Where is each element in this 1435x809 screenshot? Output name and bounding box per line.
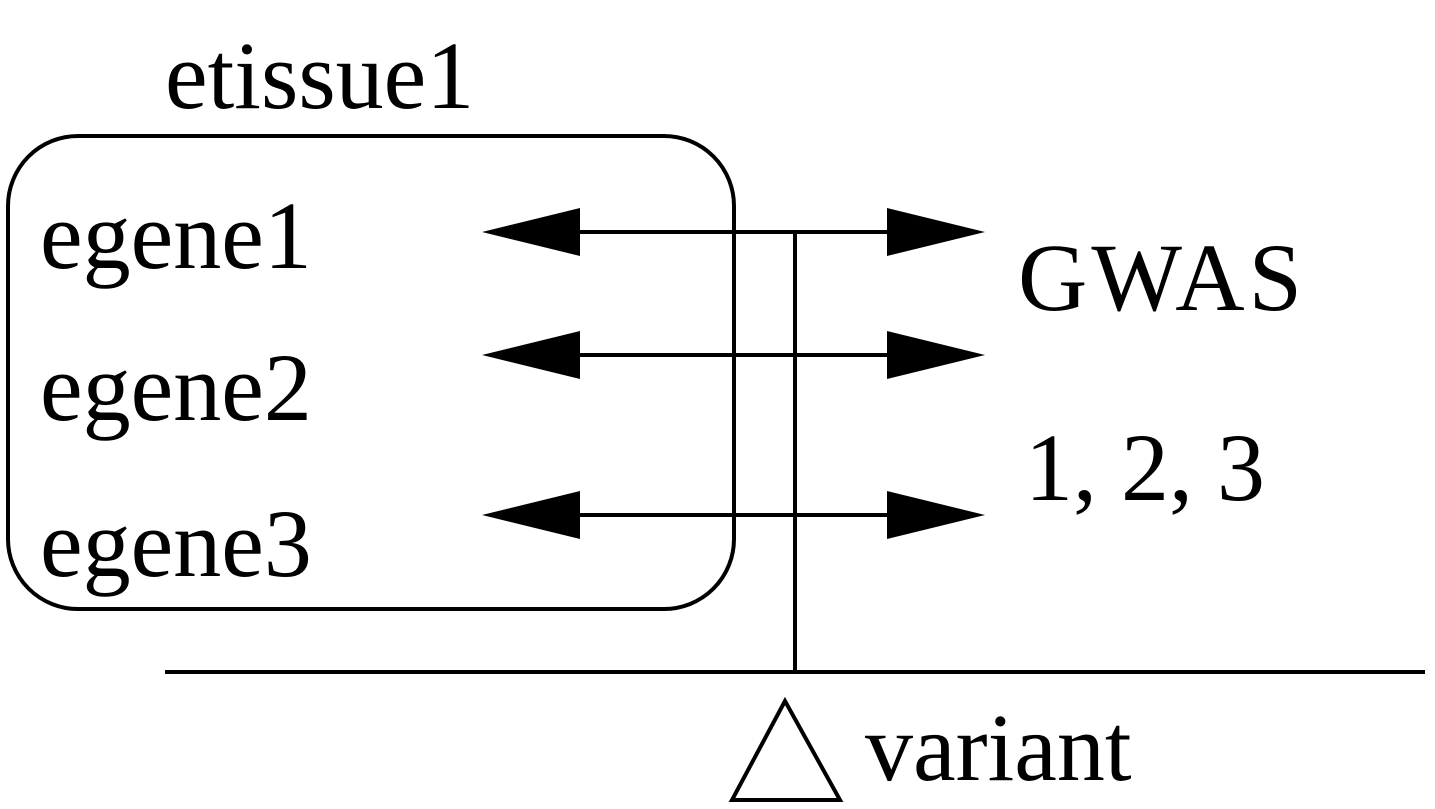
arrowhead-right-icon <box>887 491 985 539</box>
tissue-box <box>6 134 736 611</box>
arrowhead-left-icon <box>482 331 580 379</box>
arrowhead-left-icon <box>482 491 580 539</box>
gwas-label: GWAS <box>1018 224 1307 331</box>
triangle-icon <box>728 696 844 802</box>
tissue-label: etissue1 <box>165 22 475 129</box>
arrowhead-right-icon <box>887 331 985 379</box>
gene-label-3: egene3 <box>40 490 312 597</box>
association-arrow-1 <box>482 208 985 256</box>
gwas-ids-label: 1, 2, 3 <box>1025 414 1265 521</box>
association-arrow-2 <box>482 331 985 379</box>
arrowhead-left-icon <box>482 208 580 256</box>
gene-label-1: egene1 <box>40 182 312 289</box>
association-arrow-3 <box>482 491 985 539</box>
variant-label: variant <box>865 694 1132 801</box>
arrowhead-right-icon <box>887 208 985 256</box>
gene-label-2: egene2 <box>40 334 312 441</box>
